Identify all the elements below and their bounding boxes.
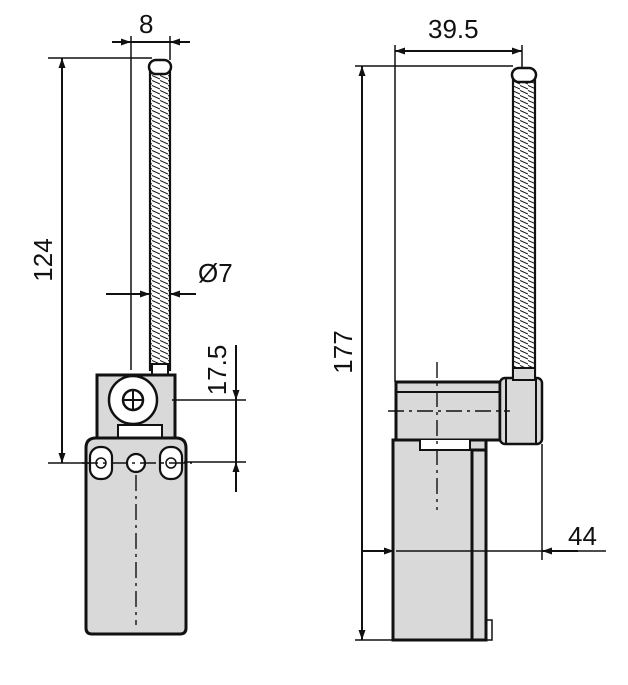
- dim-rod-offset: 8: [139, 9, 153, 39]
- side-body-notch: [419, 440, 471, 451]
- dim-total-height: 177: [328, 330, 358, 373]
- side-rod-collar: [512, 367, 536, 381]
- side-spring-rod: [511, 74, 537, 378]
- front-view: 8 124 Ø7 17.5: [28, 9, 246, 636]
- side-rod-tip: [510, 66, 538, 84]
- dim-body-offset: 44: [568, 521, 597, 551]
- side-view: 39.5 177 44: [328, 14, 606, 642]
- dim-side-width: 39.5: [428, 14, 479, 44]
- front-rod-tip: [147, 58, 173, 76]
- dim-rod-length: 124: [28, 238, 58, 281]
- front-spring-rod: [148, 63, 172, 372]
- dim-rod-diameter: Ø7: [198, 258, 233, 288]
- dim-pivot-height: 17.5: [202, 345, 232, 396]
- side-body-step: [470, 448, 488, 642]
